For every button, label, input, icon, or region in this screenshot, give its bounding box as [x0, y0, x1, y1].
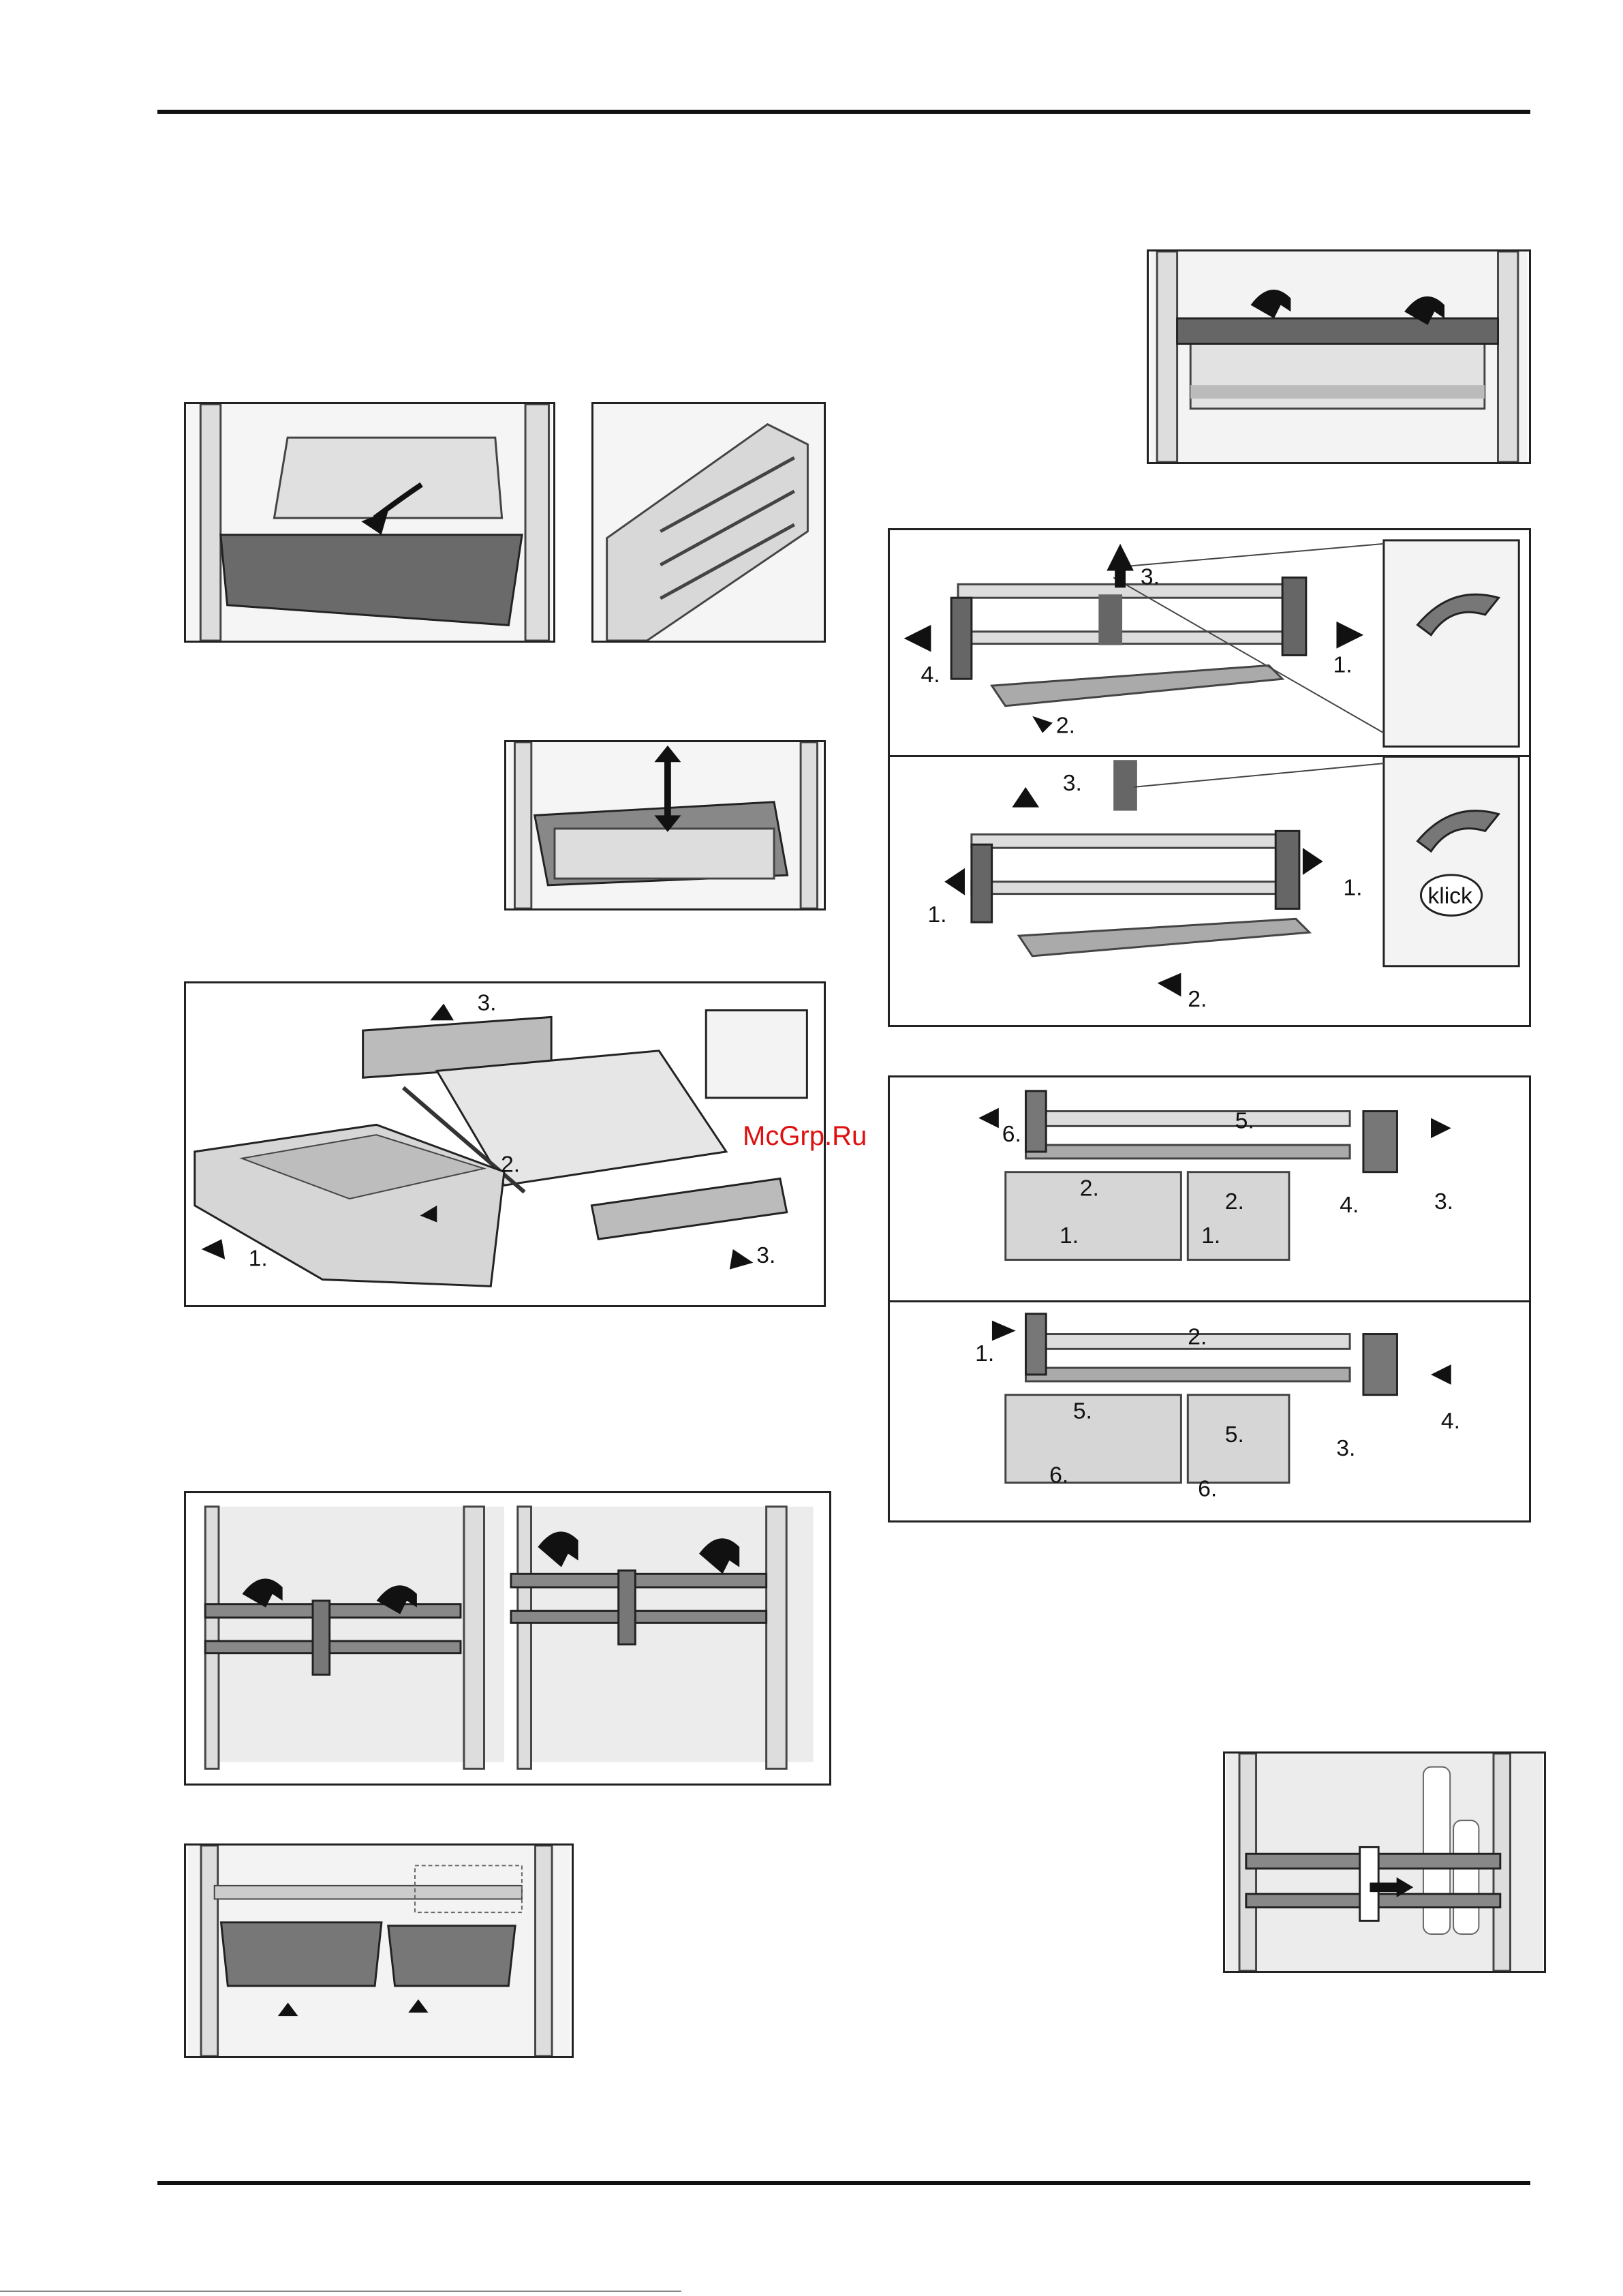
drawer-up-down-illustration-icon — [506, 742, 824, 908]
combo-bottom-label-1: 1. — [975, 1341, 994, 1366]
label-step-1-top: 1. — [1333, 652, 1352, 677]
label-step-1: 1. — [249, 1246, 268, 1272]
figure-drawer-disassembly: 3. 2. 1. 3. — [184, 981, 826, 1307]
header-rule — [157, 110, 1530, 114]
door-boxes-removal-illustration-icon — [186, 1846, 572, 2056]
shelf-lift-illustration-icon — [1149, 251, 1529, 462]
label-step-3-top: 3. — [1141, 564, 1160, 590]
figure-drawer-pull — [184, 402, 555, 643]
klick-label: klick — [1427, 883, 1472, 908]
combo-bottom-label-4: 5. — [1225, 1422, 1244, 1448]
door-rack-removal-illustration-icon — [186, 1493, 829, 1784]
combo-top-label-3: 2. — [1080, 1176, 1099, 1201]
label-step-3-lower: 3. — [756, 1243, 775, 1268]
figure-drawer-side — [591, 402, 826, 643]
combo-bottom-label-6: 4. — [1441, 1409, 1460, 1434]
shelf-frame-assembly-illustration-icon: 3. 4. 1. 2. klick 3. 1. 1. 2. — [890, 530, 1529, 1025]
combo-top-label-6: 3. — [1434, 1189, 1453, 1214]
watermark: McGrp.Ru — [743, 1121, 867, 1152]
drawer-combo-assembly-illustration-icon: 6. 5. 2. 2. 4. 3. 1. 1. 1. 2. 5. 5. 3. 4… — [890, 1077, 1529, 1520]
label-step-1-bottom-right: 1. — [1343, 875, 1362, 901]
label-step-1-bottom-left: 1. — [927, 902, 946, 928]
label-step-2: 2. — [501, 1152, 520, 1177]
label-step-3-upper: 3. — [478, 990, 497, 1015]
figure-shelf-lift — [1147, 249, 1531, 464]
label-step-3-bottom: 3. — [1063, 770, 1082, 796]
combo-top-label-5: 4. — [1340, 1193, 1359, 1218]
combo-top-label-2: 5. — [1235, 1108, 1254, 1133]
figure-rails-pair — [184, 1491, 831, 1786]
combo-top-label-4: 2. — [1225, 1189, 1244, 1214]
label-step-2-bottom: 2. — [1188, 986, 1207, 1012]
combo-bottom-label-8: 6. — [1198, 1476, 1217, 1501]
figure-boxes — [184, 1843, 574, 2058]
page-edge-line — [0, 2291, 681, 2292]
figure-bottles — [1223, 1751, 1546, 1973]
drawer-pull-illustration-icon — [186, 404, 553, 641]
combo-bottom-label-5: 3. — [1336, 1436, 1355, 1461]
combo-bottom-label-3: 5. — [1073, 1398, 1092, 1424]
label-step-4-top: 4. — [921, 662, 940, 688]
figure-shelf-frame: 3. 4. 1. 2. klick 3. 1. 1. 2. — [888, 528, 1531, 1027]
drawer-disassembly-illustration-icon: 3. 2. 1. 3. — [186, 983, 824, 1305]
combo-top-label-7: 1. — [1060, 1223, 1079, 1249]
drawer-rail-detail-illustration-icon — [593, 404, 824, 641]
label-step-2-top: 2. — [1056, 713, 1075, 739]
footer-rule — [157, 2181, 1530, 2185]
combo-bottom-label-2: 2. — [1188, 1324, 1207, 1349]
bottle-holder-illustration-icon — [1225, 1754, 1544, 1971]
figure-drawer-updown — [504, 740, 826, 910]
figure-drawer-combo: 6. 5. 2. 2. 4. 3. 1. 1. 1. 2. 5. 5. 3. 4… — [888, 1075, 1531, 1522]
combo-top-label-1: 6. — [1002, 1122, 1021, 1147]
combo-top-label-8: 1. — [1201, 1223, 1220, 1249]
combo-bottom-label-7: 6. — [1049, 1463, 1068, 1488]
